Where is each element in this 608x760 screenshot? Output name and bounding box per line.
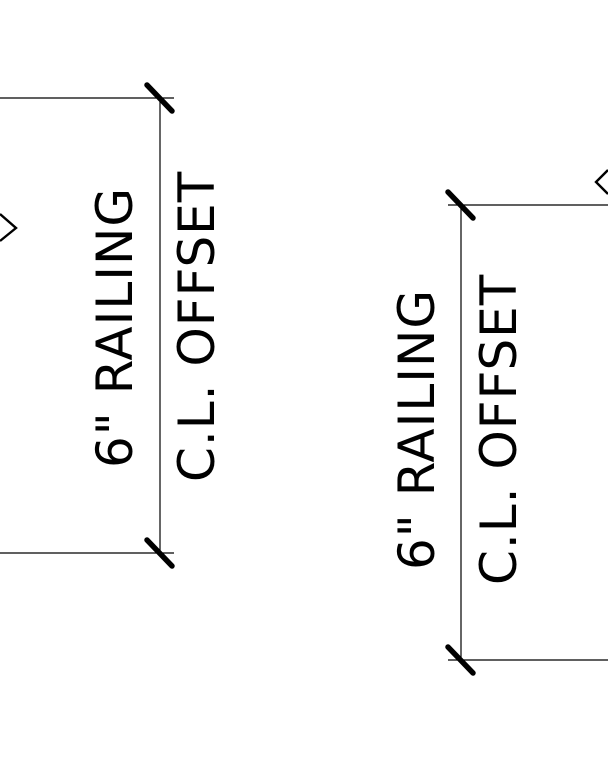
railing-label-right: 6" RAILING	[388, 289, 446, 570]
offset-label-right: C.L. OFFSET	[470, 274, 528, 585]
dimension-callout-right: 6" RAILING C.L. OFFSET	[388, 169, 608, 676]
tick-mark-bottom-right	[445, 644, 476, 676]
offset-label-left: C.L. OFFSET	[168, 171, 226, 482]
railing-label-left: 6" RAILING	[86, 187, 144, 468]
tick-mark-top-left	[144, 82, 175, 114]
tick-mark-top-right	[445, 189, 476, 221]
arrowhead-left	[0, 213, 18, 242]
arrowhead-right	[594, 169, 608, 195]
tick-mark-bottom-left	[144, 537, 175, 569]
dimension-callout-left: 6" RAILING C.L. OFFSET	[0, 82, 226, 569]
